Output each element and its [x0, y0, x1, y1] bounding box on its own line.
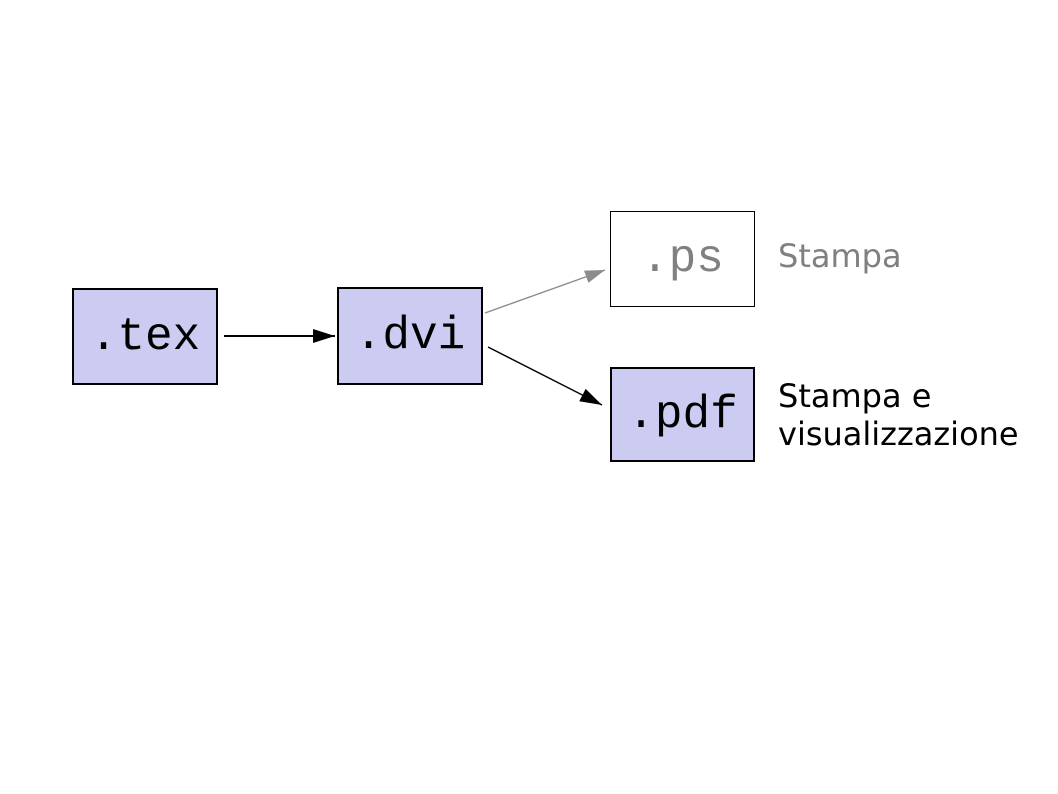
- edge-dvi-to-pdf-arrow: [487, 346, 603, 406]
- node-ps-label: .ps: [641, 233, 724, 285]
- annotation-pdf: Stampa e visualizzazione: [778, 377, 1019, 453]
- node-pdf: .pdf: [610, 367, 755, 462]
- node-pdf-label: .pdf: [627, 388, 738, 441]
- node-ps: .ps: [610, 211, 755, 307]
- edge-dvi-to-ps-arrow: [484, 269, 606, 314]
- annotation-ps: Stampa: [778, 237, 902, 275]
- node-tex: .tex: [72, 288, 218, 385]
- node-dvi-label: .dvi: [354, 310, 466, 362]
- node-tex-label: .tex: [89, 310, 201, 363]
- node-dvi: .dvi: [337, 287, 483, 385]
